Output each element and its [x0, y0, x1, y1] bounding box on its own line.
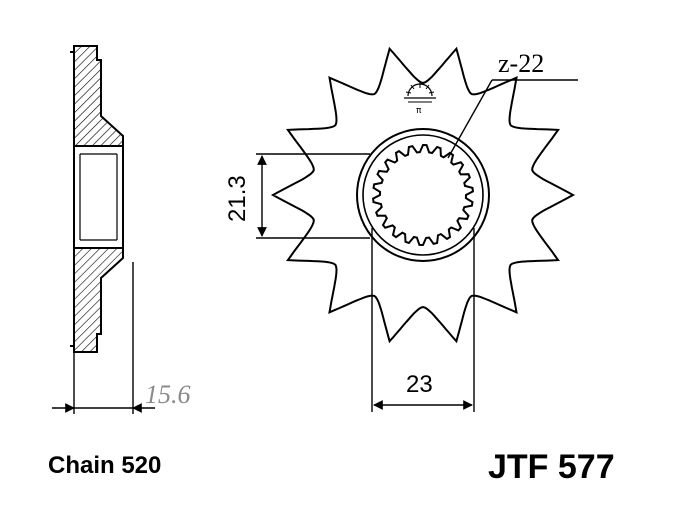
sprocket-outline: [270, 46, 576, 344]
part-number: JTF 577: [488, 448, 615, 486]
side-view-upper-flange: [73, 45, 124, 147]
side-view: 15.6: [52, 45, 191, 414]
height-label: 21.3: [224, 175, 251, 222]
width-label: 23: [406, 371, 433, 398]
chain-label: Chain 520: [48, 452, 161, 479]
hub-inner-circle: [362, 134, 484, 256]
thickness-label: 15.6: [145, 380, 191, 409]
teeth-count-label: z-22: [498, 49, 544, 78]
side-view-lower-flange: [73, 247, 124, 353]
spline-bore: [372, 143, 474, 247]
manufacturer-logo: π: [404, 82, 436, 116]
front-view: π z-22 21.3 23: [224, 46, 578, 412]
teeth-count-leader: [447, 79, 493, 159]
side-view-bore: [73, 145, 124, 249]
hub-outer-circle: [356, 128, 490, 262]
svg-text:π: π: [416, 106, 422, 116]
